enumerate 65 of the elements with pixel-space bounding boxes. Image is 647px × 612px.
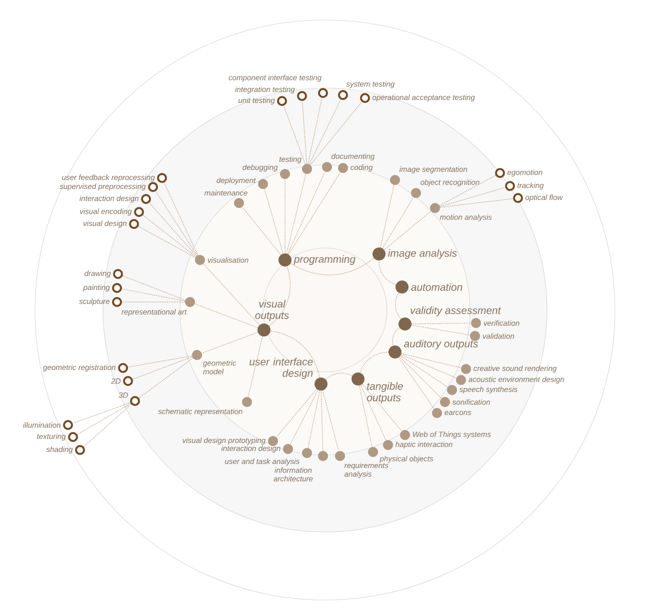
connector-line <box>76 403 132 435</box>
connector-line <box>138 226 196 258</box>
connector-line <box>399 356 442 399</box>
connector-line <box>308 390 320 448</box>
node-label: auditory outputs <box>404 340 478 350</box>
connector-line <box>398 357 434 410</box>
connector-line <box>283 105 306 164</box>
connector-line <box>302 100 307 164</box>
connector-line <box>310 102 362 166</box>
connector-line <box>138 358 194 398</box>
node-label: programming <box>294 255 356 265</box>
connector-line <box>400 355 448 388</box>
connector-line <box>326 372 352 380</box>
connector-line <box>148 202 197 256</box>
connector-line <box>360 384 386 441</box>
connector-line <box>320 390 324 452</box>
connector-line <box>401 353 462 368</box>
connector-line <box>362 384 402 432</box>
connector-line <box>287 171 326 254</box>
connector-line <box>308 99 342 165</box>
connector-line <box>286 174 306 254</box>
connector-line <box>378 260 396 286</box>
connector-line <box>268 266 291 326</box>
connector-line <box>440 198 514 208</box>
connector-line <box>276 388 318 438</box>
node-label: tangible outputs <box>366 382 403 404</box>
connector-line <box>384 210 432 250</box>
connector-line <box>439 175 496 206</box>
connector-line <box>308 98 322 164</box>
node-label: image analysis <box>388 249 457 259</box>
connector-line <box>322 390 340 452</box>
connector-line <box>132 356 192 380</box>
connector-line <box>394 292 402 320</box>
node-label: automation <box>411 283 462 291</box>
connector-line <box>142 214 196 258</box>
connector-line <box>155 190 198 256</box>
connector-line <box>290 258 374 276</box>
connector-line <box>72 402 131 424</box>
connector-line <box>290 390 318 445</box>
connector-line <box>359 385 372 448</box>
connector-line <box>203 263 260 326</box>
connector-line <box>411 322 472 324</box>
connector-line <box>122 288 186 302</box>
connector-line <box>284 178 286 254</box>
connector-line <box>128 356 192 368</box>
node-label: user interface design <box>250 358 313 379</box>
node-label: validity assessment <box>410 306 502 316</box>
connector-line <box>264 188 284 254</box>
connector-line <box>400 354 457 378</box>
connector-line <box>270 330 320 378</box>
connector-line <box>440 187 506 207</box>
connector-line <box>360 352 389 373</box>
connector-line <box>411 324 470 336</box>
connector-line <box>248 336 263 398</box>
node-label: visual outputs <box>255 300 289 322</box>
connector-line <box>392 328 400 346</box>
connector-line <box>382 197 414 249</box>
connector-line <box>194 303 258 328</box>
connector-line <box>288 172 341 255</box>
connector-line <box>380 184 394 248</box>
connector-line <box>122 275 186 300</box>
connector-line <box>202 332 258 354</box>
connector-line <box>164 182 198 256</box>
connector-line <box>83 404 132 448</box>
connector-line <box>242 206 282 256</box>
